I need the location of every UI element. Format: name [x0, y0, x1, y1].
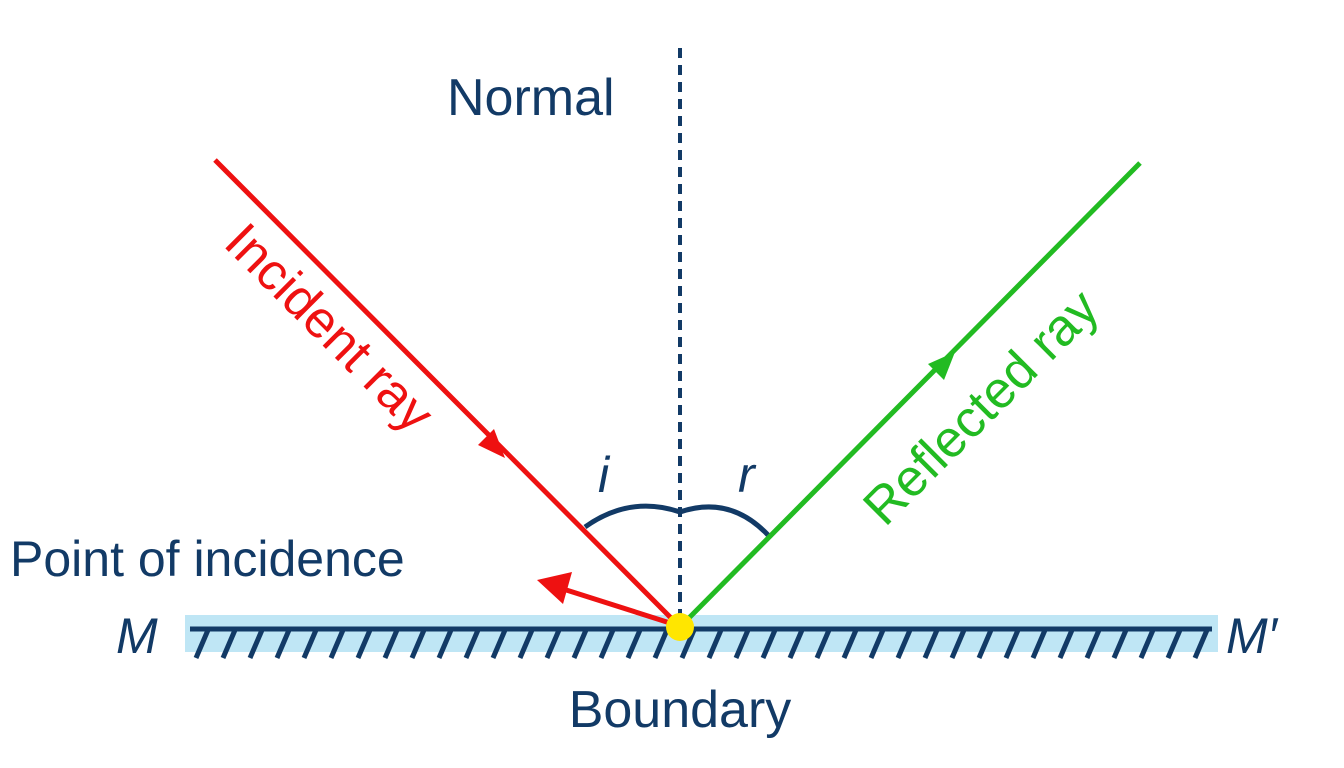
hatch-mark: [1057, 629, 1075, 659]
hatch-mark: [220, 629, 238, 659]
hatch-mark: [922, 629, 940, 659]
angle-r-label: r: [738, 447, 757, 503]
reflected-arrowhead: [928, 352, 955, 380]
hatch-mark: [490, 629, 508, 659]
hatch-mark: [1192, 629, 1210, 659]
incident-arrowhead: [478, 429, 505, 458]
incident-ray: [213, 158, 682, 629]
hatch-mark: [706, 629, 724, 659]
hatch-mark: [544, 629, 562, 659]
hatch-mark: [760, 629, 778, 659]
hatch-mark: [598, 629, 616, 659]
hatch-mark: [1111, 629, 1129, 659]
hatch-mark: [382, 629, 400, 659]
hatch-mark: [247, 629, 265, 659]
normal-label: Normal: [447, 69, 615, 127]
hatch-mark: [301, 629, 319, 659]
hatch-mark: [976, 629, 994, 659]
angle-i-label: i: [598, 447, 611, 503]
mirror-hatching: [193, 629, 1210, 659]
hatch-mark: [949, 629, 967, 659]
hatch-mark: [571, 629, 589, 659]
hatch-mark: [409, 629, 427, 659]
incident-ray-label: Incident ray: [214, 212, 445, 443]
reflected-ray-label: Reflected ray: [852, 279, 1110, 537]
hatch-mark: [1165, 629, 1183, 659]
hatch-mark: [436, 629, 454, 659]
hatch-mark: [652, 629, 670, 659]
hatch-mark: [814, 629, 832, 659]
hatch-mark: [274, 629, 292, 659]
point-of-incidence-label: Point of incidence: [10, 531, 405, 587]
hatch-mark: [679, 629, 697, 659]
hatch-mark: [895, 629, 913, 659]
hatch-mark: [463, 629, 481, 659]
hatch-mark: [625, 629, 643, 659]
hatch-mark: [517, 629, 535, 659]
hatch-mark: [868, 629, 886, 659]
hatch-mark: [328, 629, 346, 659]
reflected-ray: [678, 161, 1142, 629]
point-of-incidence-dot: [666, 613, 694, 641]
mirror-right-label: M′: [1226, 608, 1279, 664]
hatch-mark: [1084, 629, 1102, 659]
point-pointer-arrowhead: [537, 572, 572, 604]
hatch-mark: [1003, 629, 1021, 659]
hatch-mark: [1030, 629, 1048, 659]
hatch-mark: [841, 629, 859, 659]
boundary-label: Boundary: [569, 681, 792, 739]
hatch-mark: [1138, 629, 1156, 659]
point-pointer-arrow: [559, 585, 671, 626]
hatch-mark: [787, 629, 805, 659]
mirror-left-label: M: [116, 608, 158, 664]
hatch-mark: [193, 629, 211, 659]
hatch-mark: [355, 629, 373, 659]
hatch-mark: [733, 629, 751, 659]
angle-arc: [583, 503, 770, 537]
